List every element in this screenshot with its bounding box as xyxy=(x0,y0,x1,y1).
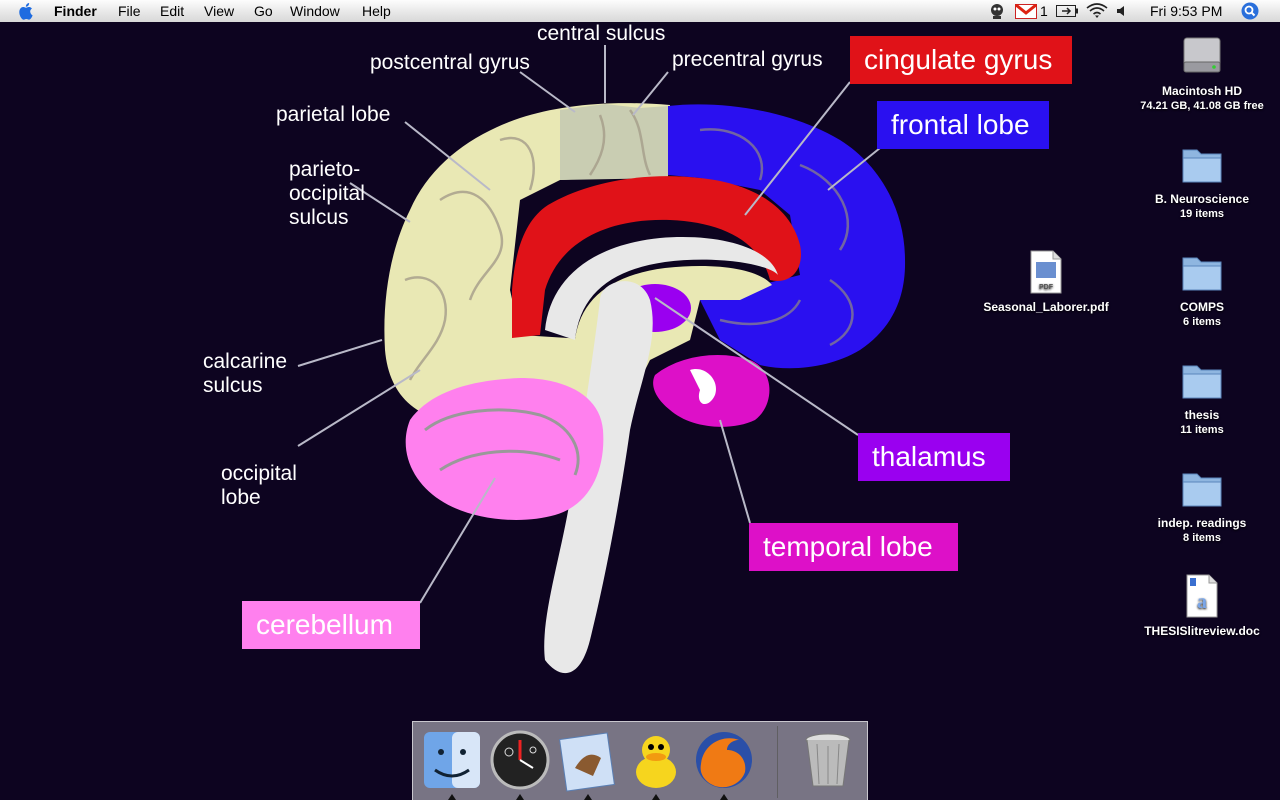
battery-icon[interactable] xyxy=(1056,5,1078,17)
menu-view[interactable]: View xyxy=(204,3,235,19)
trash-icon xyxy=(805,733,851,787)
brainstem-shape xyxy=(544,281,653,674)
svg-text:PDF: PDF xyxy=(1039,284,1054,291)
box-cingulate-gyrus: cingulate gyrus xyxy=(850,36,1072,84)
menu-window[interactable]: Window xyxy=(290,3,340,19)
folder-icon xyxy=(1182,149,1222,183)
dashboard-icon xyxy=(490,730,550,790)
dock-item-adium[interactable] xyxy=(625,728,687,800)
leader-postcentral-gyrus xyxy=(519,71,576,113)
menu-app-finder[interactable]: Finder xyxy=(54,3,97,19)
menu-bar: Finder File Edit View Go Window Help 1 F… xyxy=(0,0,1280,23)
desktop-icon-label: THESISlitreview.doc xyxy=(1144,624,1260,638)
hard-drive-icon xyxy=(1183,37,1221,73)
leader-thalamus xyxy=(654,297,859,436)
desktop-icon-label: COMPS xyxy=(1179,300,1224,314)
box-temporal-lobe: temporal lobe xyxy=(749,523,958,571)
adium-duck-icon xyxy=(636,736,676,788)
label-parieto-occipital-1: parieto- xyxy=(289,158,361,181)
mail-icon xyxy=(559,732,615,792)
dock-separator xyxy=(777,726,778,798)
menu-go[interactable]: Go xyxy=(254,3,273,19)
label-parieto-occipital-2: occipital xyxy=(289,182,365,205)
label-postcentral-gyrus: postcentral gyrus xyxy=(370,51,530,74)
desktop-icon-indep-readings[interactable]: indep. readings 8 items xyxy=(1132,464,1272,545)
desktop-icon-sublabel: 8 items xyxy=(1183,532,1221,544)
leader-parietal-lobe xyxy=(404,121,491,191)
mail-count: 1 xyxy=(1040,3,1048,19)
label-calcarine-1: calcarine xyxy=(203,350,288,373)
running-indicator xyxy=(720,794,728,800)
running-indicator xyxy=(652,794,660,800)
label-occipital-2: lobe xyxy=(221,486,261,509)
pdf-icon: PDF xyxy=(1030,250,1062,294)
box-cerebellum: cerebellum xyxy=(242,601,420,649)
word-doc-icon: a xyxy=(1186,574,1218,618)
label-calcarine-2: sulcus xyxy=(203,374,263,397)
leader-calcarine-sulcus xyxy=(297,339,383,367)
menu-file[interactable]: File xyxy=(118,3,141,19)
leader-temporal-lobe xyxy=(719,419,751,524)
menu-edit[interactable]: Edit xyxy=(160,3,185,19)
folder-icon xyxy=(1182,365,1222,399)
dock-item-mail[interactable] xyxy=(557,728,619,800)
volume-icon[interactable] xyxy=(1115,4,1129,18)
running-indicator xyxy=(448,794,456,800)
desktop-icon-comps[interactable]: COMPS 6 items xyxy=(1132,248,1272,329)
firefox-icon xyxy=(696,732,752,788)
desktop-icon-label: Seasonal_Laborer.pdf xyxy=(983,300,1109,314)
leader-cerebellum xyxy=(419,477,496,604)
dock-item-firefox[interactable] xyxy=(693,728,755,800)
leader-precentral-gyrus xyxy=(632,71,669,116)
label-parietal-lobe: parietal lobe xyxy=(276,103,391,126)
desktop-icon-b-neuroscience[interactable]: B. Neuroscience 19 items xyxy=(1132,140,1272,221)
leader-frontal-lobe xyxy=(827,147,881,191)
desktop-icon-label: B. Neuroscience xyxy=(1154,192,1250,206)
frontal-lobe-shape xyxy=(668,104,906,369)
desktop-icon-sublabel: 74.21 GB, 41.08 GB free xyxy=(1140,100,1264,112)
wifi-icon[interactable] xyxy=(1086,3,1108,19)
robot-status-icon[interactable] xyxy=(988,2,1006,20)
spotlight-icon[interactable] xyxy=(1241,2,1259,20)
dock-item-finder[interactable] xyxy=(421,728,483,800)
running-indicator xyxy=(584,794,592,800)
finder-icon xyxy=(424,732,480,788)
menubar-clock[interactable]: Fri 9:53 PM xyxy=(1150,3,1223,19)
central-gyri-strip xyxy=(560,104,668,180)
label-parieto-occipital-3: sulcus xyxy=(289,206,349,229)
box-frontal-lobe: frontal lobe xyxy=(877,101,1049,149)
running-indicator xyxy=(516,794,524,800)
desktop-icon-label: Macintosh HD xyxy=(1161,84,1242,98)
leader-cingulate-gyrus xyxy=(744,81,851,216)
dock-item-dashboard[interactable] xyxy=(489,728,551,800)
desktop-icon-sublabel: 6 items xyxy=(1183,316,1221,328)
desktop-icon-sublabel: 11 items xyxy=(1180,424,1224,436)
folder-icon xyxy=(1182,473,1222,507)
label-occipital-1: occipital xyxy=(221,462,297,485)
box-thalamus: thalamus xyxy=(858,433,1010,481)
cerebellum-shape xyxy=(405,378,604,520)
leader-parieto-occipital xyxy=(349,182,411,223)
label-precentral-gyrus: precentral gyrus xyxy=(672,48,823,71)
desktop-icon-thesislitreview-doc[interactable]: a THESISlitreview.doc xyxy=(1132,572,1272,639)
gmail-notifier-icon[interactable] xyxy=(1015,4,1037,19)
desktop-icon-sublabel: 19 items xyxy=(1179,208,1225,220)
apple-menu-icon[interactable] xyxy=(18,2,35,20)
folder-icon xyxy=(1182,257,1222,291)
desktop: central sulcus postcentral gyrus precent… xyxy=(0,22,1280,800)
desktop-icon-thesis[interactable]: thesis 11 items xyxy=(1132,356,1272,437)
leader-occipital-lobe xyxy=(297,369,421,447)
brain-diagram xyxy=(297,45,906,674)
dock xyxy=(412,721,868,800)
dock-item-trash[interactable] xyxy=(797,728,859,792)
corpus-callosum xyxy=(545,237,778,340)
desktop-icon-seasonal-laborer-pdf[interactable]: PDF Seasonal_Laborer.pdf xyxy=(976,248,1116,315)
label-central-sulcus: central sulcus xyxy=(537,22,666,45)
menu-help[interactable]: Help xyxy=(362,3,391,19)
desktop-icon-macintosh-hd[interactable]: Macintosh HD 74.21 GB, 41.08 GB free xyxy=(1132,32,1272,113)
svg-text:a: a xyxy=(1197,591,1207,613)
desktop-icon-label: thesis xyxy=(1184,408,1220,422)
desktop-icon-label: indep. readings xyxy=(1157,516,1247,530)
cingulate-gyrus-shape xyxy=(512,176,801,338)
